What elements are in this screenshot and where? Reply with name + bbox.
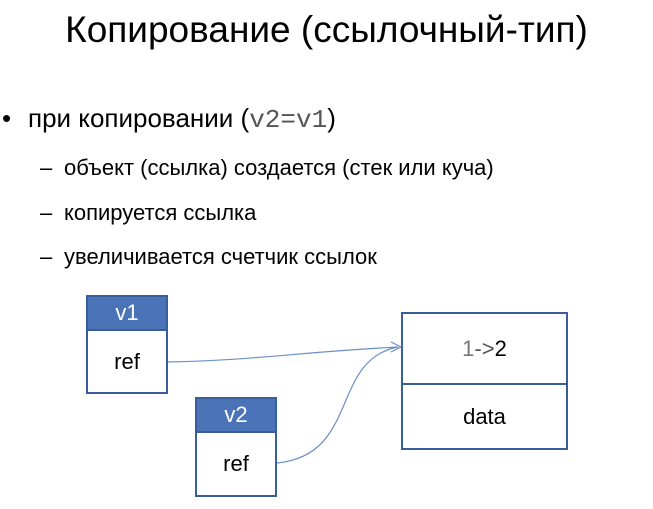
variable-field-v1: ref xyxy=(114,349,140,374)
dash-marker: – xyxy=(40,244,53,269)
ref-counter: 1->2 xyxy=(403,314,566,383)
subitem-text: увеличивается счетчик ссылок xyxy=(64,244,377,269)
object-data: data xyxy=(463,404,506,429)
bullet-dot: • xyxy=(2,103,12,133)
arrow-v1-to-object xyxy=(167,346,399,363)
arrow-head-icon xyxy=(390,341,403,353)
variable-box-v1: v1 ref xyxy=(86,295,168,394)
subitem-ref-copied: –копируется ссылка xyxy=(40,197,256,229)
ref-count-arrow: -> xyxy=(474,336,495,361)
slide-title: Копирование (ссылочный-тип) xyxy=(65,9,588,50)
ref-count-old: 1 xyxy=(462,336,475,361)
subitem-counter-increased: –увеличивается счетчик ссылок xyxy=(40,241,377,273)
bullet-text-after: ) xyxy=(327,103,336,133)
bullet-text-before: при копировании ( xyxy=(28,103,250,133)
subitem-text: копируется ссылка xyxy=(64,200,257,225)
subitem-text: объект (ссылка) создается (стек или куча… xyxy=(64,155,494,180)
dash-marker: – xyxy=(40,200,53,225)
ref-count-new: 2 xyxy=(494,336,507,361)
object-divider xyxy=(403,383,566,385)
dash-marker: – xyxy=(40,155,53,180)
variable-field-v2: ref xyxy=(223,451,249,476)
bullet-item: • при копировании (v2=v1) xyxy=(2,98,336,140)
variable-name-v1: v1 xyxy=(88,297,166,331)
variable-box-v2: v2 ref xyxy=(195,397,277,497)
subitem-object-created: –объект (ссылка) создается (стек или куч… xyxy=(40,152,494,184)
bullet-code: v2=v1 xyxy=(249,105,328,135)
variable-name-v2: v2 xyxy=(197,399,275,433)
object-box: 1->2 data xyxy=(401,312,568,450)
arrow-v2-to-object xyxy=(276,346,399,464)
